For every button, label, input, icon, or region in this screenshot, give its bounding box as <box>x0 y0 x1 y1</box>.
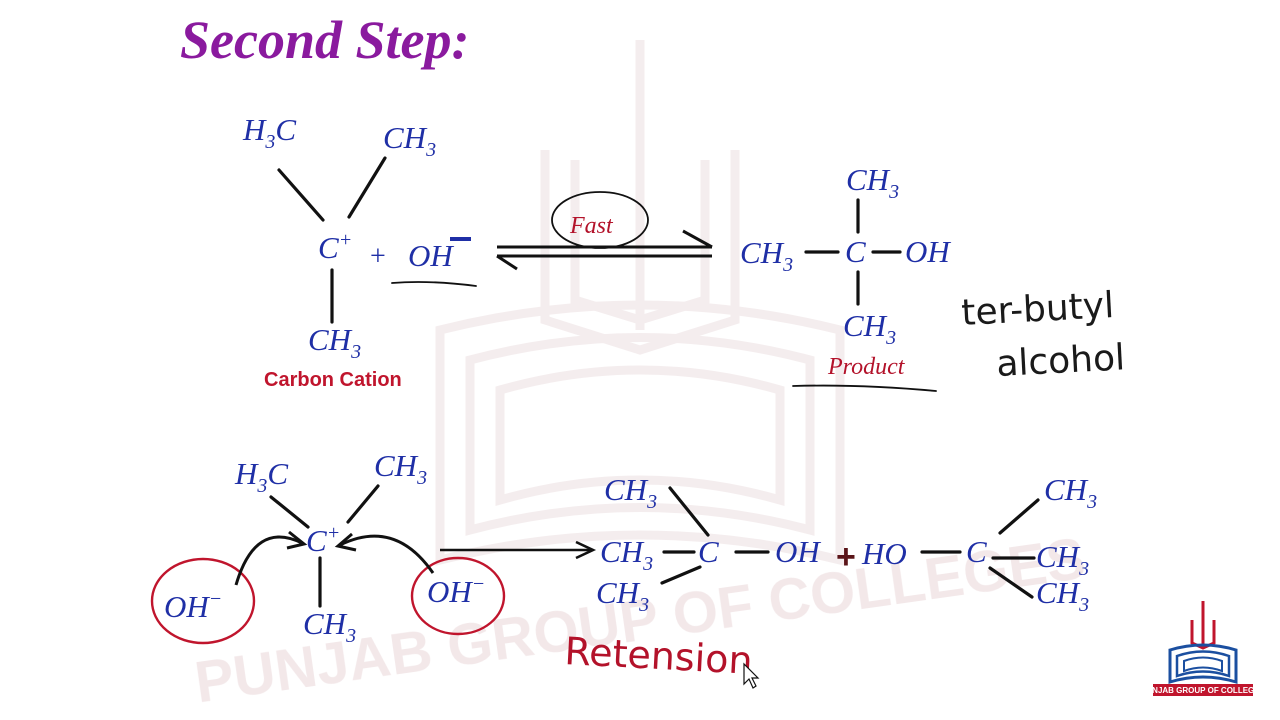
ch3-label: CH3 <box>604 472 657 513</box>
h3c-label: H3C <box>234 456 288 497</box>
ch3-label: CH3 <box>740 235 793 276</box>
ch3-label: CH3 <box>308 322 361 363</box>
ho-label: HO <box>861 536 907 571</box>
slide-title: Second Step: <box>180 10 470 70</box>
c-plus-label: C+ <box>306 522 340 558</box>
reaction-arrow <box>440 540 597 560</box>
product-molecule: CH3 CH3 C OH CH3 <box>740 162 951 349</box>
h3c-label: H3C <box>242 112 296 153</box>
ch3-label: CH3 <box>1036 539 1089 580</box>
ter-butyl-note: ter-butyl <box>960 285 1115 334</box>
alcohol-note: alcohol <box>995 337 1126 385</box>
oh-label: OH <box>905 234 951 269</box>
ch3-label: CH3 <box>1036 575 1089 616</box>
ch3-label: CH3 <box>303 606 356 647</box>
oh-left-label: OH− <box>164 588 222 624</box>
fast-label: Fast <box>569 213 614 239</box>
attack-arrow-right <box>339 534 435 574</box>
c-label: C <box>698 534 719 569</box>
product-retention: CH3 CH3 C OH CH3 <box>596 472 821 616</box>
oh-right-circle <box>410 556 506 636</box>
fast-circle <box>551 191 649 249</box>
product-inversion: HO C CH3 CH3 CH3 <box>861 472 1097 616</box>
c-label: C <box>966 534 987 569</box>
attack-arrow-left <box>234 535 303 586</box>
retension-note: Retension <box>564 629 754 683</box>
underline-product <box>792 384 937 392</box>
cursor-icon <box>743 662 760 689</box>
hydroxide-label: OH <box>408 238 454 273</box>
attack-arrowhead-right <box>334 532 357 552</box>
ch3-label: CH3 <box>374 448 427 489</box>
ch3-label: CH3 <box>843 308 896 349</box>
ch3-label: CH3 <box>383 120 436 161</box>
ch3-label: CH3 <box>600 534 653 575</box>
carbocation-bottom: H3C CH3 C+ CH3 <box>234 448 427 647</box>
attack-arrowhead-left <box>286 530 308 550</box>
c-label: C <box>845 234 866 269</box>
oh-right-label: OH− <box>427 573 485 609</box>
underline-oh <box>391 281 477 287</box>
college-logo: PUNJAB GROUP OF COLLEGES <box>1141 601 1266 696</box>
carbocation-top: H3C CH3 C+ CH3 <box>242 112 436 363</box>
c-plus-label: C+ <box>318 229 352 265</box>
product-label: Product <box>827 354 906 380</box>
ch3-label: CH3 <box>1044 472 1097 513</box>
oh-label: OH <box>775 534 821 569</box>
plus-sign: + <box>370 241 386 272</box>
logo-text: PUNJAB GROUP OF COLLEGES <box>1141 686 1266 695</box>
oh-left-circle <box>150 557 256 645</box>
ch3-label: CH3 <box>846 162 899 203</box>
ch3-label: CH3 <box>596 575 649 616</box>
plus-sign: + <box>836 538 856 576</box>
carbon-cation-label: Carbon Cation <box>264 369 402 391</box>
